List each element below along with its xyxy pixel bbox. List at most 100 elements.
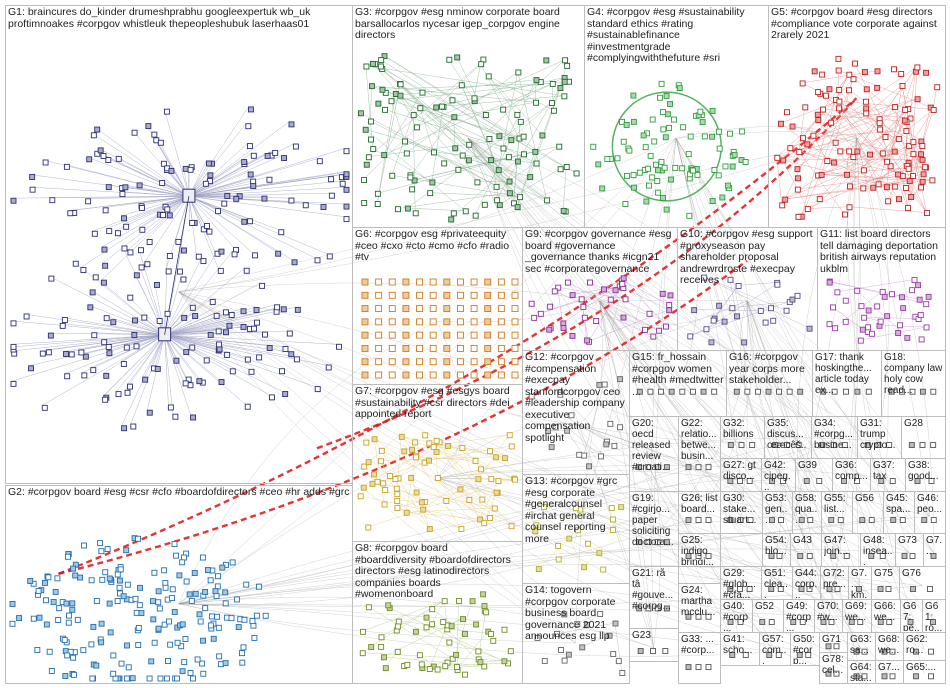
- node: [459, 527, 464, 532]
- node: [30, 174, 35, 179]
- node: [817, 479, 822, 484]
- node: [244, 582, 249, 587]
- node: [417, 292, 423, 298]
- node: [664, 207, 669, 212]
- node: [791, 620, 796, 625]
- node: [86, 199, 91, 204]
- node: [389, 332, 395, 338]
- node: [664, 93, 669, 98]
- node: [263, 613, 268, 618]
- node: [706, 665, 711, 670]
- node: [655, 179, 660, 184]
- node: [147, 410, 152, 415]
- node: [103, 397, 108, 402]
- node: [136, 625, 141, 630]
- node: [410, 447, 415, 452]
- node: [788, 146, 793, 151]
- node: [11, 198, 16, 203]
- node: [920, 179, 925, 184]
- node: [453, 146, 458, 151]
- node: [50, 198, 55, 203]
- node: [265, 153, 270, 158]
- node: [282, 156, 287, 161]
- node: [620, 282, 625, 287]
- node: [430, 622, 435, 627]
- node: [931, 107, 936, 112]
- node: [123, 185, 128, 190]
- node: [918, 313, 923, 318]
- node: [46, 350, 51, 355]
- node: [502, 456, 507, 461]
- node: [482, 202, 487, 207]
- node: [512, 372, 518, 378]
- node: [11, 321, 16, 326]
- group-box-g20: [630, 417, 679, 492]
- node: [896, 172, 901, 177]
- node: [366, 155, 371, 160]
- node: [701, 389, 706, 394]
- node: [217, 347, 222, 352]
- node: [730, 653, 735, 658]
- node: [820, 72, 825, 77]
- node: [835, 290, 840, 295]
- node: [712, 389, 717, 394]
- node: [460, 445, 465, 450]
- node: [924, 302, 929, 307]
- node: [358, 494, 363, 499]
- node: [360, 651, 365, 656]
- node: [687, 213, 692, 218]
- node: [475, 180, 480, 185]
- node: [479, 62, 484, 67]
- node: [115, 572, 120, 577]
- node: [403, 372, 409, 378]
- node: [248, 219, 253, 224]
- group-g27-nodes: [728, 479, 752, 484]
- node: [775, 282, 780, 287]
- node: [811, 133, 816, 138]
- node: [862, 674, 867, 679]
- node: [36, 589, 41, 594]
- node: [254, 613, 259, 618]
- node: [795, 293, 800, 298]
- group-g78-nodes: [826, 671, 839, 676]
- node: [680, 166, 685, 171]
- node: [827, 87, 832, 92]
- node: [409, 475, 414, 480]
- node: [368, 119, 373, 124]
- node: [696, 518, 701, 523]
- group-box-g4: [585, 6, 769, 228]
- node: [389, 306, 395, 312]
- node: [637, 389, 642, 394]
- node: [125, 390, 130, 395]
- node: [875, 69, 880, 74]
- node: [646, 166, 651, 171]
- node: [620, 670, 625, 675]
- node: [193, 591, 198, 596]
- node: [512, 306, 518, 312]
- node: [166, 269, 171, 274]
- node: [878, 127, 883, 132]
- node: [484, 610, 489, 615]
- node: [434, 105, 439, 110]
- node: [501, 146, 506, 151]
- node: [169, 168, 174, 173]
- node: [858, 620, 863, 625]
- node: [147, 676, 152, 681]
- node: [246, 124, 251, 129]
- node: [597, 550, 602, 555]
- node: [98, 148, 103, 153]
- node: [910, 174, 915, 179]
- node: [130, 676, 135, 681]
- node: [344, 204, 349, 209]
- node: [538, 311, 543, 316]
- node: [903, 107, 908, 112]
- group-box-g49: [784, 600, 815, 633]
- node: [369, 84, 374, 89]
- node: [147, 240, 152, 245]
- group-g12-nodes: [529, 377, 622, 469]
- node: [156, 626, 161, 631]
- node: [516, 70, 521, 75]
- node: [190, 676, 195, 681]
- node: [829, 120, 834, 125]
- node: [623, 297, 628, 302]
